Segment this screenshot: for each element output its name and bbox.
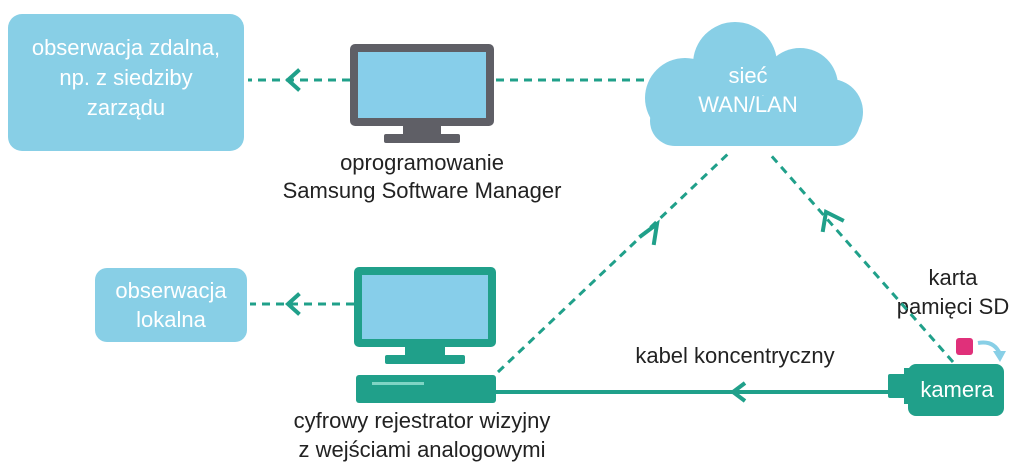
camera-icon	[888, 364, 1004, 416]
camera-label: kamera	[920, 377, 994, 402]
camera-to-cloud-dashed-line	[766, 151, 955, 363]
cable-label: kabel koncentryczny	[635, 343, 834, 368]
coax-cable-arrowhead-icon	[729, 381, 747, 403]
local-observation-box	[95, 268, 247, 342]
sd-card-icon	[956, 338, 973, 355]
network-label-line2: WAN/LAN	[698, 92, 797, 117]
remote-observation-line2: np. z siedziby	[59, 65, 192, 90]
remote-observation-line3: zarządu	[87, 95, 165, 120]
camera-to-cloud-arrowhead-icon	[820, 209, 845, 233]
network-label-line1: sieć	[728, 63, 767, 88]
local-arrowhead-icon	[285, 292, 301, 316]
local-observation-line2: lokalna	[136, 307, 206, 332]
sd-card-label-line2: pamięci SD	[897, 294, 1009, 319]
software-monitor-icon	[350, 44, 494, 143]
cloud-icon	[645, 22, 863, 146]
recorder-unit-icon	[356, 375, 496, 403]
recorder-label-line2: z wejściami analogowymi	[299, 437, 546, 462]
local-observation-node: obserwacja lokalna	[95, 268, 247, 342]
recorder-to-cloud-dashed-line	[496, 150, 732, 374]
recorder-label-line1: cyfrowy rejestrator wizyjny	[294, 408, 551, 433]
remote-observation-node: obserwacja zdalna, np. z siedziby zarząd…	[8, 14, 244, 151]
remote-observation-line1: obserwacja zdalna,	[32, 35, 220, 60]
sd-insert-arrowhead-icon	[993, 351, 1006, 362]
sd-card-label-line1: karta	[929, 265, 979, 290]
local-observation-line1: obserwacja	[115, 278, 227, 303]
recorder-to-cloud-arrowhead-icon	[638, 219, 660, 246]
remote-arrowhead-icon	[285, 68, 301, 92]
software-label-line2: Samsung Software Manager	[283, 178, 562, 203]
remote-observation-box	[8, 14, 244, 151]
recorder-monitor-icon	[354, 267, 496, 364]
software-label-line1: oprogramowanie	[340, 150, 504, 175]
